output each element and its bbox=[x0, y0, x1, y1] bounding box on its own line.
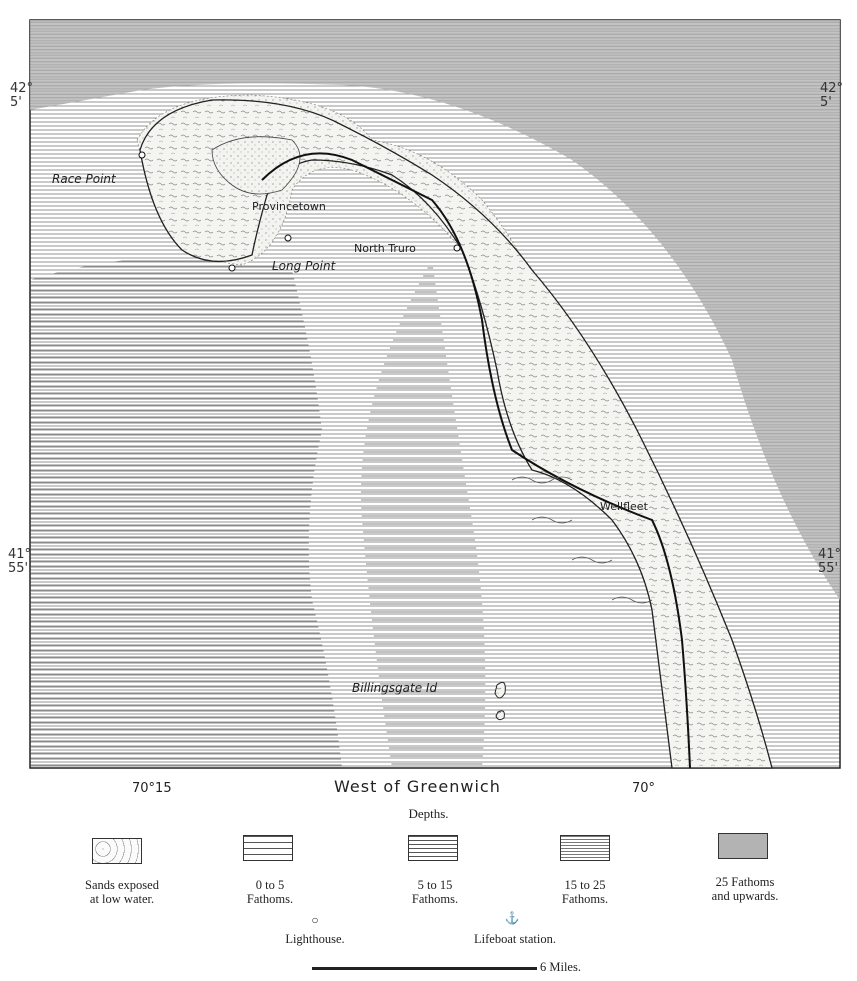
legend-title: Depths. bbox=[408, 806, 449, 821]
label-provincetown: Provincetown bbox=[252, 200, 326, 213]
bottom-caption: West of Greenwich bbox=[334, 777, 501, 796]
lat-left-mid-deg: 41° bbox=[8, 547, 32, 562]
legend-label-5-15: 5 to 15 Fathoms. bbox=[411, 878, 459, 906]
lighthouse-highland-icon bbox=[453, 244, 461, 252]
label-wellfleet: Wellfleet bbox=[600, 500, 649, 513]
anchor-legend-icon: ⚓ bbox=[504, 911, 520, 925]
lighthouse-long-point-icon bbox=[284, 234, 292, 242]
legend-label-15-25: 15 to 25 Fathoms. bbox=[561, 878, 609, 906]
lat-left-top-min: 5' bbox=[10, 95, 22, 110]
label-race-point: Race Point bbox=[52, 172, 117, 186]
swatch-5-15 bbox=[408, 835, 458, 861]
lat-right-mid-deg: 41° bbox=[818, 547, 842, 562]
swatch-15-25 bbox=[560, 835, 610, 861]
lat-right-top-deg: 42° bbox=[820, 81, 844, 96]
lat-left-top: 42° 5' bbox=[10, 82, 33, 110]
legend-label-0-5: 0 to 5 Fathoms. bbox=[246, 878, 294, 906]
legend-label-sands: Sands exposed at low water. bbox=[85, 878, 159, 906]
cape-cod-map: Race Point Provincetown Long Point North… bbox=[29, 19, 841, 796]
lighthouse-legend-label: Lighthouse. bbox=[285, 932, 345, 946]
lat-left-top-deg: 42° bbox=[10, 81, 34, 96]
legend-label-25-plus: 25 Fathoms and upwards. bbox=[711, 875, 779, 903]
label-billingsgate: Billingsgate Id bbox=[352, 681, 437, 695]
lat-right-mid-min: 55' bbox=[818, 561, 839, 576]
lighthouse-wood-end-icon bbox=[228, 264, 236, 272]
swatch-0-5 bbox=[243, 835, 293, 861]
lat-right-top: 42° 5' bbox=[820, 82, 843, 110]
longitude-east: 70° bbox=[632, 781, 655, 796]
lat-left-mid-min: 55' bbox=[8, 561, 29, 576]
lat-right-mid: 41° 55' bbox=[818, 548, 841, 576]
lighthouse-legend-icon: ○ bbox=[311, 913, 319, 927]
label-north-truro: North Truro bbox=[354, 242, 416, 255]
scale-label: 6 Miles. bbox=[540, 960, 581, 974]
swatch-sands bbox=[92, 838, 142, 864]
scale-bar bbox=[312, 967, 537, 970]
label-long-point: Long Point bbox=[272, 259, 337, 273]
lat-left-mid: 41° 55' bbox=[8, 548, 31, 576]
lat-right-top-min: 5' bbox=[820, 95, 832, 110]
lighthouse-race-point-icon bbox=[138, 151, 146, 159]
map-frame: Race Point Provincetown Long Point North… bbox=[12, 0, 857, 800]
longitude-west: 70°15 bbox=[132, 781, 172, 796]
lifeboat-legend-label: Lifeboat station. bbox=[474, 932, 556, 946]
swatch-25-plus bbox=[718, 833, 768, 859]
